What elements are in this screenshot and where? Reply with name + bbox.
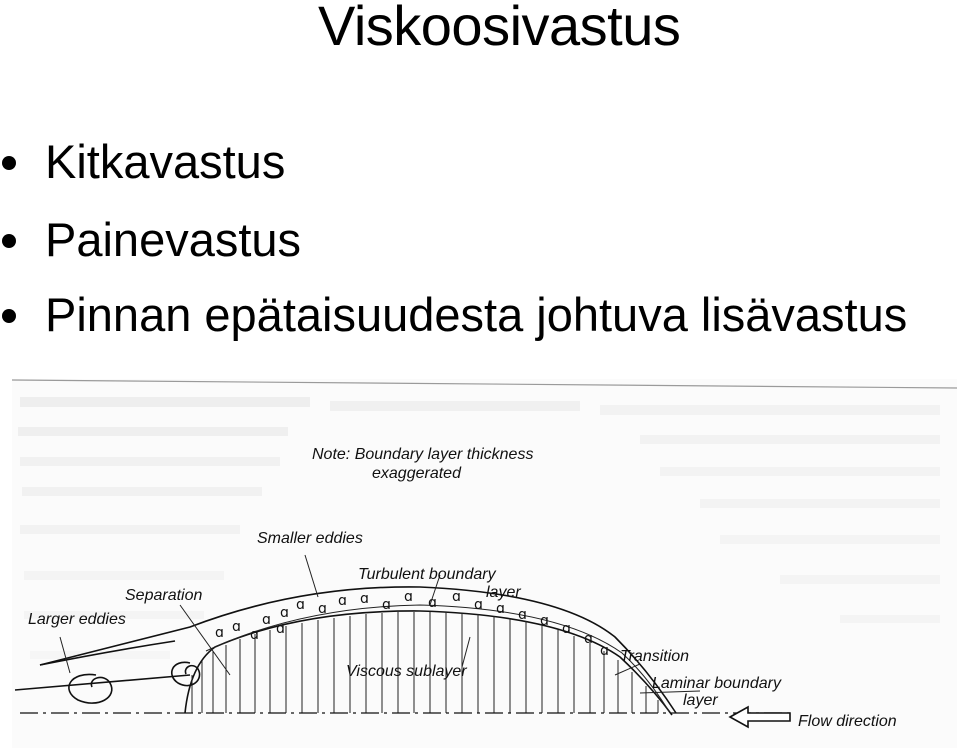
svg-text:ɑ: ɑ bbox=[518, 607, 527, 623]
larger-eddy-icons bbox=[68, 661, 201, 704]
svg-text:ɑ: ɑ bbox=[496, 601, 505, 617]
bleed-through-texture bbox=[18, 397, 940, 659]
turbulent-boundary-layer-label: Turbulent boundary bbox=[358, 566, 497, 583]
svg-text:ɑ: ɑ bbox=[296, 597, 305, 613]
transition-label: Transition bbox=[620, 648, 689, 665]
svg-text:ɑ: ɑ bbox=[250, 627, 259, 643]
bullet-text: Pinnan epätaisuudesta johtuva lisävastus bbox=[45, 288, 908, 341]
svg-text:ɑ: ɑ bbox=[215, 625, 224, 641]
leader-lines bbox=[59, 554, 701, 694]
surface-hatching bbox=[191, 612, 659, 713]
viscous-sublayer-line bbox=[205, 604, 671, 714]
smaller-eddies-label: Smaller eddies bbox=[257, 530, 363, 547]
svg-text:ɑ: ɑ bbox=[452, 589, 461, 605]
bullet-icon bbox=[2, 309, 16, 323]
svg-text:ɑ: ɑ bbox=[540, 613, 549, 629]
flow-arrow-icon bbox=[728, 705, 791, 729]
wake-streamline bbox=[39, 640, 176, 666]
note-label-line2: exaggerated bbox=[372, 465, 462, 482]
wake-streamline bbox=[14, 674, 191, 691]
turbulent-boundary-layer-label-line2: layer bbox=[486, 584, 521, 601]
larger-eddies-label: Larger eddies bbox=[28, 611, 126, 628]
hull-surface bbox=[184, 610, 673, 716]
slide-title: Viskoosivastus bbox=[318, 0, 681, 57]
bullet-text: Painevastus bbox=[45, 213, 302, 266]
scan-top-edge bbox=[11, 379, 958, 389]
flow-direction-label: Flow direction bbox=[798, 713, 897, 730]
svg-text:ɑ: ɑ bbox=[280, 605, 289, 621]
svg-text:ɑ: ɑ bbox=[584, 631, 593, 647]
svg-text:ɑ: ɑ bbox=[428, 595, 437, 611]
svg-text:ɑ: ɑ bbox=[600, 643, 609, 659]
boundary-layer-diagram: ɑɑɑ ɑɑɑ ɑɑɑ ɑɑɑ ɑɑɑ ɑɑɑ ɑɑɑ Note: Bounda… bbox=[11, 379, 958, 748]
svg-text:ɑ: ɑ bbox=[276, 621, 285, 637]
laminar-boundary-layer-label-line2: layer bbox=[683, 692, 718, 709]
svg-text:ɑ: ɑ bbox=[562, 621, 571, 637]
bullet-text: Kitkavastus bbox=[45, 135, 286, 188]
note-label: Note: Boundary layer thickness bbox=[312, 446, 533, 463]
viscous-sublayer-label: Viscous sublayer bbox=[346, 663, 467, 680]
svg-text:ɑ: ɑ bbox=[338, 593, 347, 609]
svg-text:ɑ: ɑ bbox=[404, 589, 413, 605]
separation-label: Separation bbox=[125, 587, 202, 604]
laminar-boundary-layer-label: Laminar boundary bbox=[652, 675, 782, 692]
svg-text:ɑ: ɑ bbox=[232, 619, 241, 635]
svg-text:ɑ: ɑ bbox=[318, 601, 327, 617]
bullet-icon bbox=[2, 156, 16, 170]
boundary-layer-edge bbox=[39, 586, 677, 714]
svg-text:ɑ: ɑ bbox=[360, 591, 369, 607]
bullet-icon bbox=[2, 234, 16, 248]
svg-text:ɑ: ɑ bbox=[474, 597, 483, 613]
svg-text:ɑ: ɑ bbox=[382, 597, 391, 613]
svg-text:ɑ: ɑ bbox=[262, 612, 271, 628]
